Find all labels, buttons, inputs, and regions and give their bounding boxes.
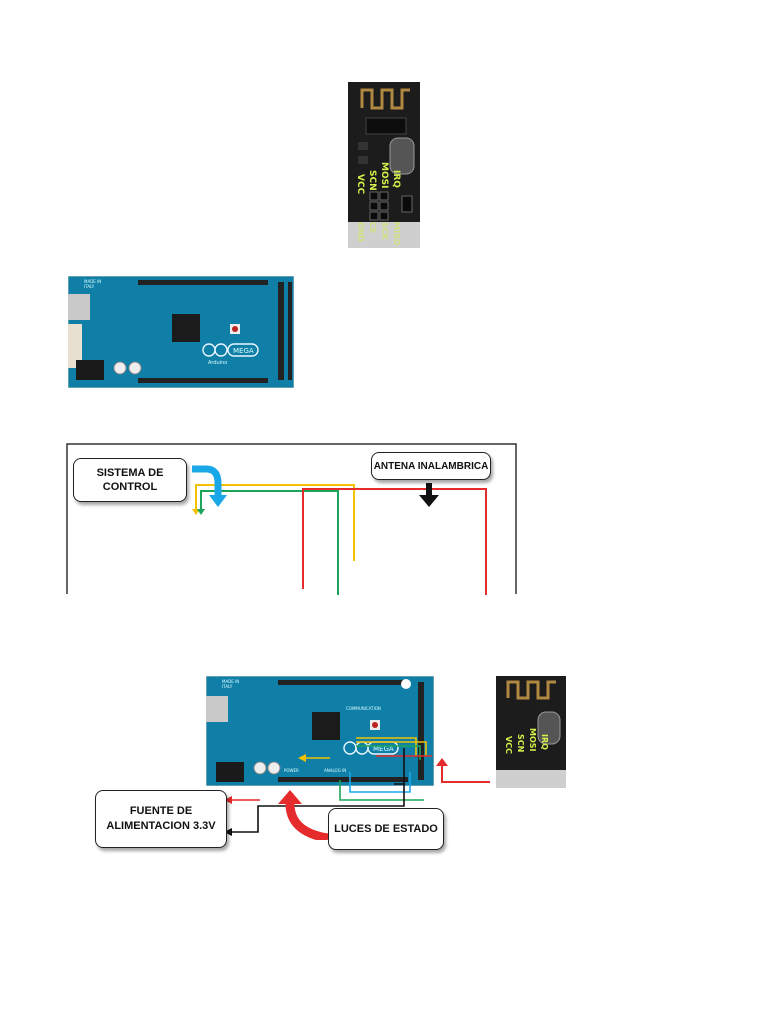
assembly-pin-irq: IRQ xyxy=(540,734,549,750)
pin-label-vcc: VCC xyxy=(355,174,365,195)
assembly-wiring xyxy=(224,737,490,840)
pin-label-sck: SCK xyxy=(380,222,389,241)
wiring-diagram xyxy=(66,443,517,595)
control-system-box: SISTEMA DE CONTROL xyxy=(73,458,187,502)
antenna-box: ANTENA INALAMBRICA xyxy=(371,452,491,480)
assembly-analog-label: ANALOG IN xyxy=(324,768,346,773)
power-supply-box: FUENTE DE ALIMENTACION 3.3V xyxy=(95,790,227,848)
board-made-in: MADE IN xyxy=(84,279,101,284)
status-lights-label: LUCES DE ESTADO xyxy=(334,823,438,835)
power-supply-label: FUENTE DE ALIMENTACION 3.3V xyxy=(106,805,216,832)
nrf24-module-image: IRQ MOSI SCN VCC MISO SCK CE GND xyxy=(348,82,420,248)
assembly-made-in: MADE IN xyxy=(222,679,239,684)
pin-label-miso: MISO xyxy=(392,222,401,246)
assembly-pin-vcc: VCC xyxy=(504,736,513,754)
board-country: ITALY xyxy=(84,284,95,289)
pin-label-gnd: GND xyxy=(356,222,365,242)
assembly-board-image: MEGA POWER ANALOG IN COMMUNICATION MADE … xyxy=(206,676,434,786)
assembly-country: ITALY xyxy=(222,684,233,689)
wire-yellow xyxy=(195,484,355,561)
assembly-module-image: IRQ MOSI SCN VCC xyxy=(496,676,566,788)
antenna-label: ANTENA INALAMBRICA xyxy=(373,460,489,472)
assembly-pin-mosi: MOSI xyxy=(528,728,537,752)
board-brand-text: Arduino xyxy=(208,360,227,366)
wire-green xyxy=(200,490,339,595)
pin-label-mosi: MOSI xyxy=(379,162,389,188)
blue-arrow xyxy=(192,465,222,495)
assembly-logo-text: MEGA xyxy=(373,745,394,753)
status-lights-box: LUCES DE ESTADO xyxy=(328,808,444,850)
pin-label-scn: SCN xyxy=(367,170,377,191)
pin-label-ce: CE xyxy=(368,222,377,233)
pin-label-irq: IRQ xyxy=(391,170,401,188)
assembly-power-label: POWER xyxy=(284,768,299,773)
board-logo-text: MEGA xyxy=(233,347,254,355)
assembly-pin-scn: SCN xyxy=(516,734,525,752)
control-system-label: SISTEMA DE CONTROL xyxy=(96,467,164,493)
wire-red xyxy=(302,488,487,595)
assembly-comm-label: COMMUNICATION xyxy=(346,706,381,711)
arduino-mega-board-image: MEGA Arduino MADE IN ITALY xyxy=(68,276,294,388)
